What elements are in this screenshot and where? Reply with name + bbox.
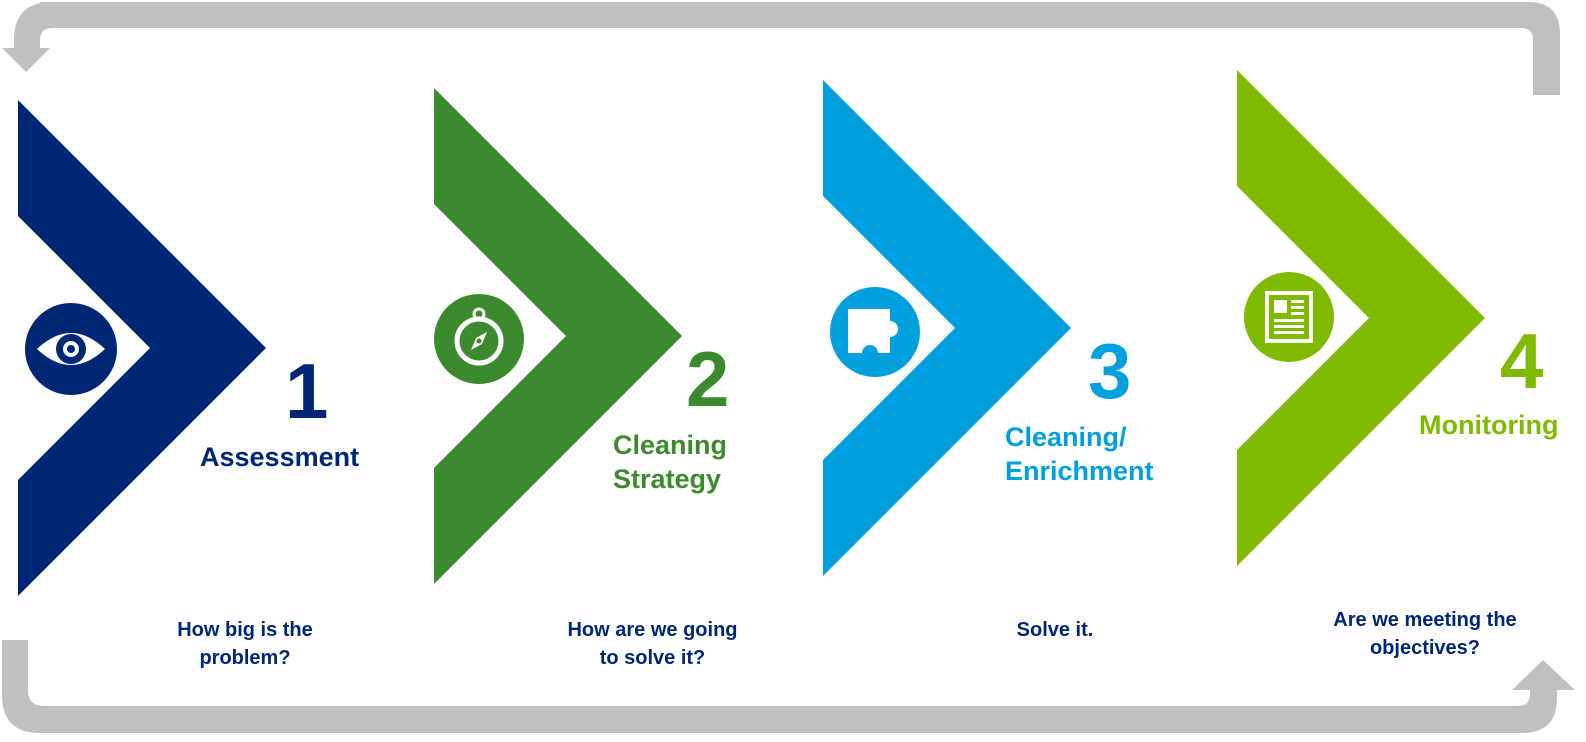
- stage-question: How big is the problem?: [140, 616, 350, 672]
- stage-title: Monitoring: [1419, 408, 1558, 442]
- report-document-icon: [1265, 291, 1313, 343]
- stage-title: Cleaning/ Enrichment: [1005, 420, 1154, 488]
- report-document-icon-badge: [1244, 272, 1334, 362]
- eye-icon: [37, 333, 105, 365]
- stage-number: 4: [1500, 317, 1544, 405]
- chevron-4: [1237, 70, 1485, 566]
- chevron-1: [18, 100, 266, 596]
- stage-title-line: Strategy: [613, 464, 722, 494]
- compass-icon: [454, 307, 504, 366]
- question-line: How are we going: [567, 619, 738, 641]
- stage-title-line: Cleaning: [613, 430, 728, 460]
- chevron-2: [434, 88, 682, 584]
- compass-icon-badge: [434, 294, 524, 384]
- question-line: objectives?: [1369, 637, 1481, 659]
- question-line: Solve it.: [1016, 619, 1094, 641]
- stage-question: How are we going to solve it?: [540, 616, 765, 672]
- stage-title-line: Monitoring: [1419, 410, 1559, 440]
- stage-number: 2: [686, 335, 730, 423]
- stage-number: 3: [1088, 327, 1132, 415]
- stage-question: Are we meeting the objectives?: [1300, 606, 1550, 662]
- stage-number: 1: [285, 347, 329, 435]
- puzzle-piece-icon: [848, 309, 898, 353]
- eye-icon-badge: [25, 303, 117, 395]
- question-line: to solve it?: [599, 647, 706, 669]
- question-line: problem?: [199, 647, 291, 669]
- stage-question: Solve it.: [965, 616, 1145, 644]
- stage-title-line: Cleaning/: [1005, 422, 1127, 452]
- chevron-3: [823, 80, 1071, 576]
- stage-title-line: Enrichment: [1005, 456, 1154, 486]
- stage-title-line: Assessment: [200, 442, 360, 472]
- stage-title: Cleaning Strategy: [613, 428, 727, 496]
- puzzle-piece-icon-badge: [830, 287, 920, 377]
- question-line: Are we meeting the: [1333, 609, 1517, 631]
- stage-title: Assessment: [200, 440, 359, 474]
- question-line: How big is the: [177, 619, 313, 641]
